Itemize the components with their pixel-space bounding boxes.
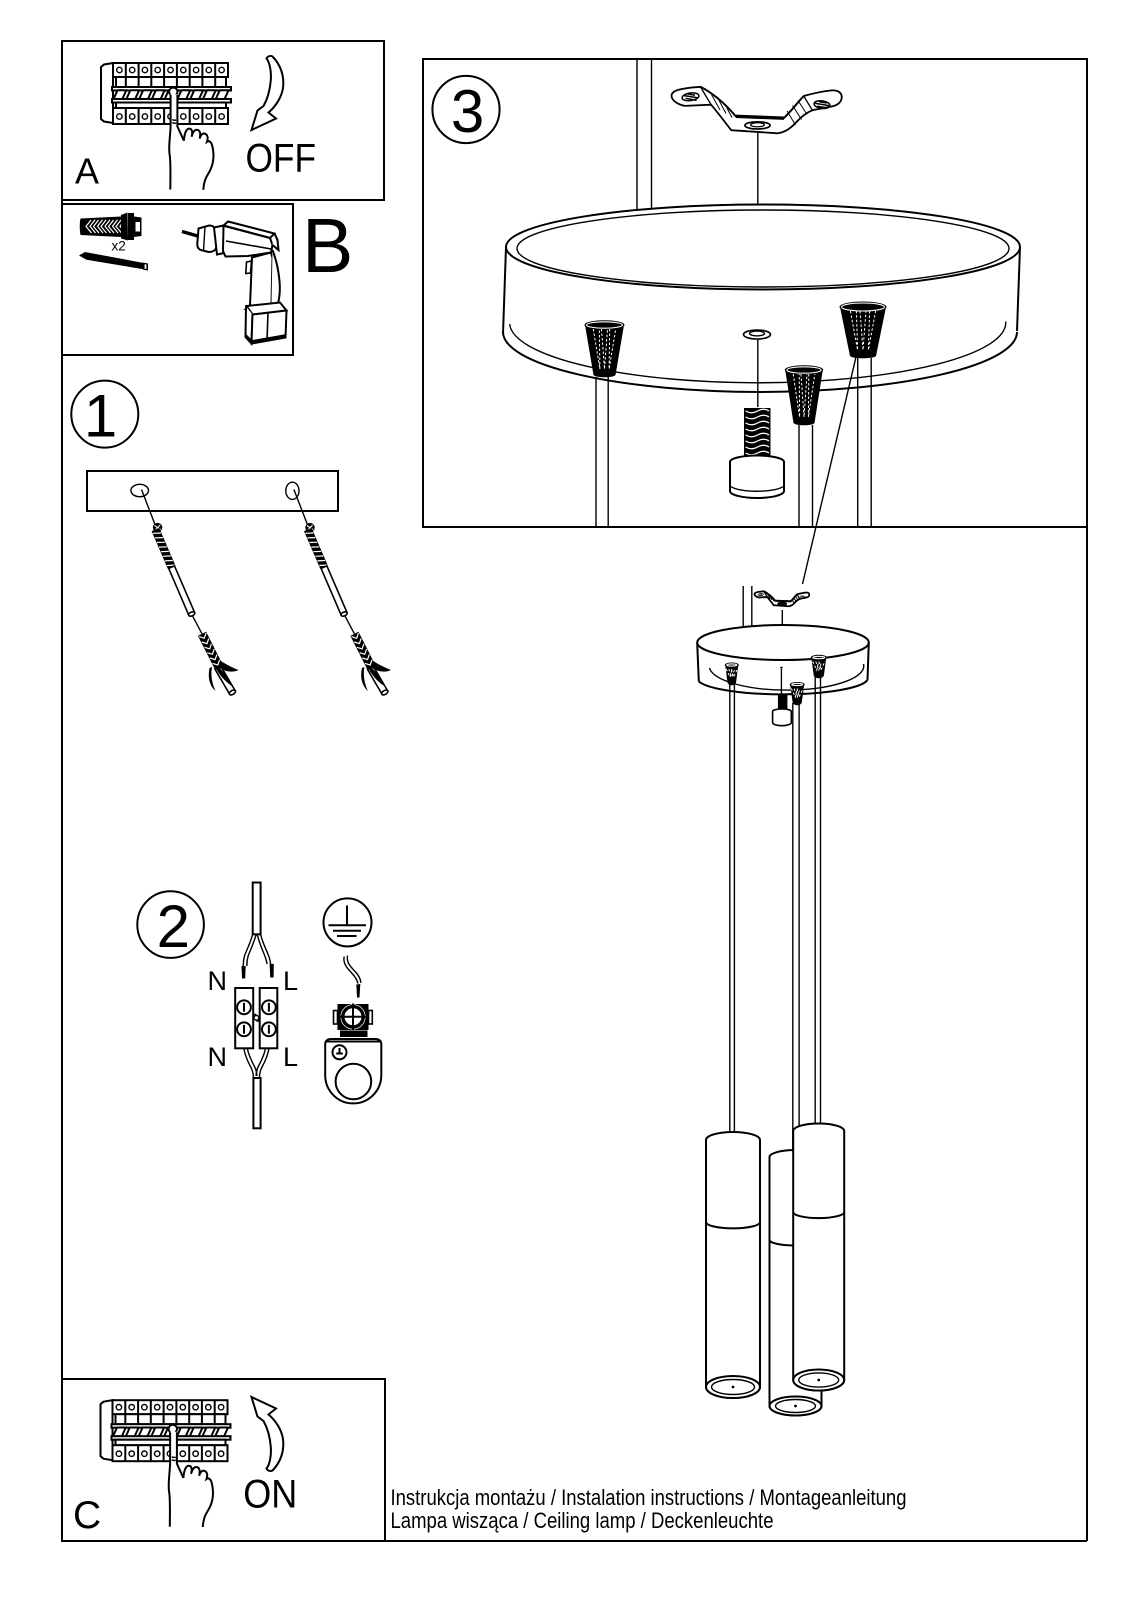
svg-text:L: L [283, 966, 298, 996]
svg-text:OFF: OFF [246, 137, 317, 181]
svg-text:B: B [302, 203, 353, 289]
svg-text:Instrukcja montażu / Instalati: Instrukcja montażu / Instalation instruc… [391, 1485, 907, 1510]
svg-text:1: 1 [84, 383, 117, 450]
svg-text:ON: ON [243, 1473, 297, 1517]
svg-text:L: L [283, 1042, 298, 1072]
svg-text:N: N [208, 1042, 228, 1072]
svg-text:N: N [208, 966, 228, 996]
svg-text:Lampa wisząca / Ceiling lamp /: Lampa wisząca / Ceiling lamp / Deckenleu… [391, 1508, 774, 1533]
svg-text:2: 2 [157, 893, 190, 960]
svg-text:3: 3 [451, 78, 484, 145]
svg-text:C: C [73, 1494, 101, 1537]
svg-text:A: A [75, 151, 99, 192]
svg-text:x2: x2 [112, 239, 126, 254]
